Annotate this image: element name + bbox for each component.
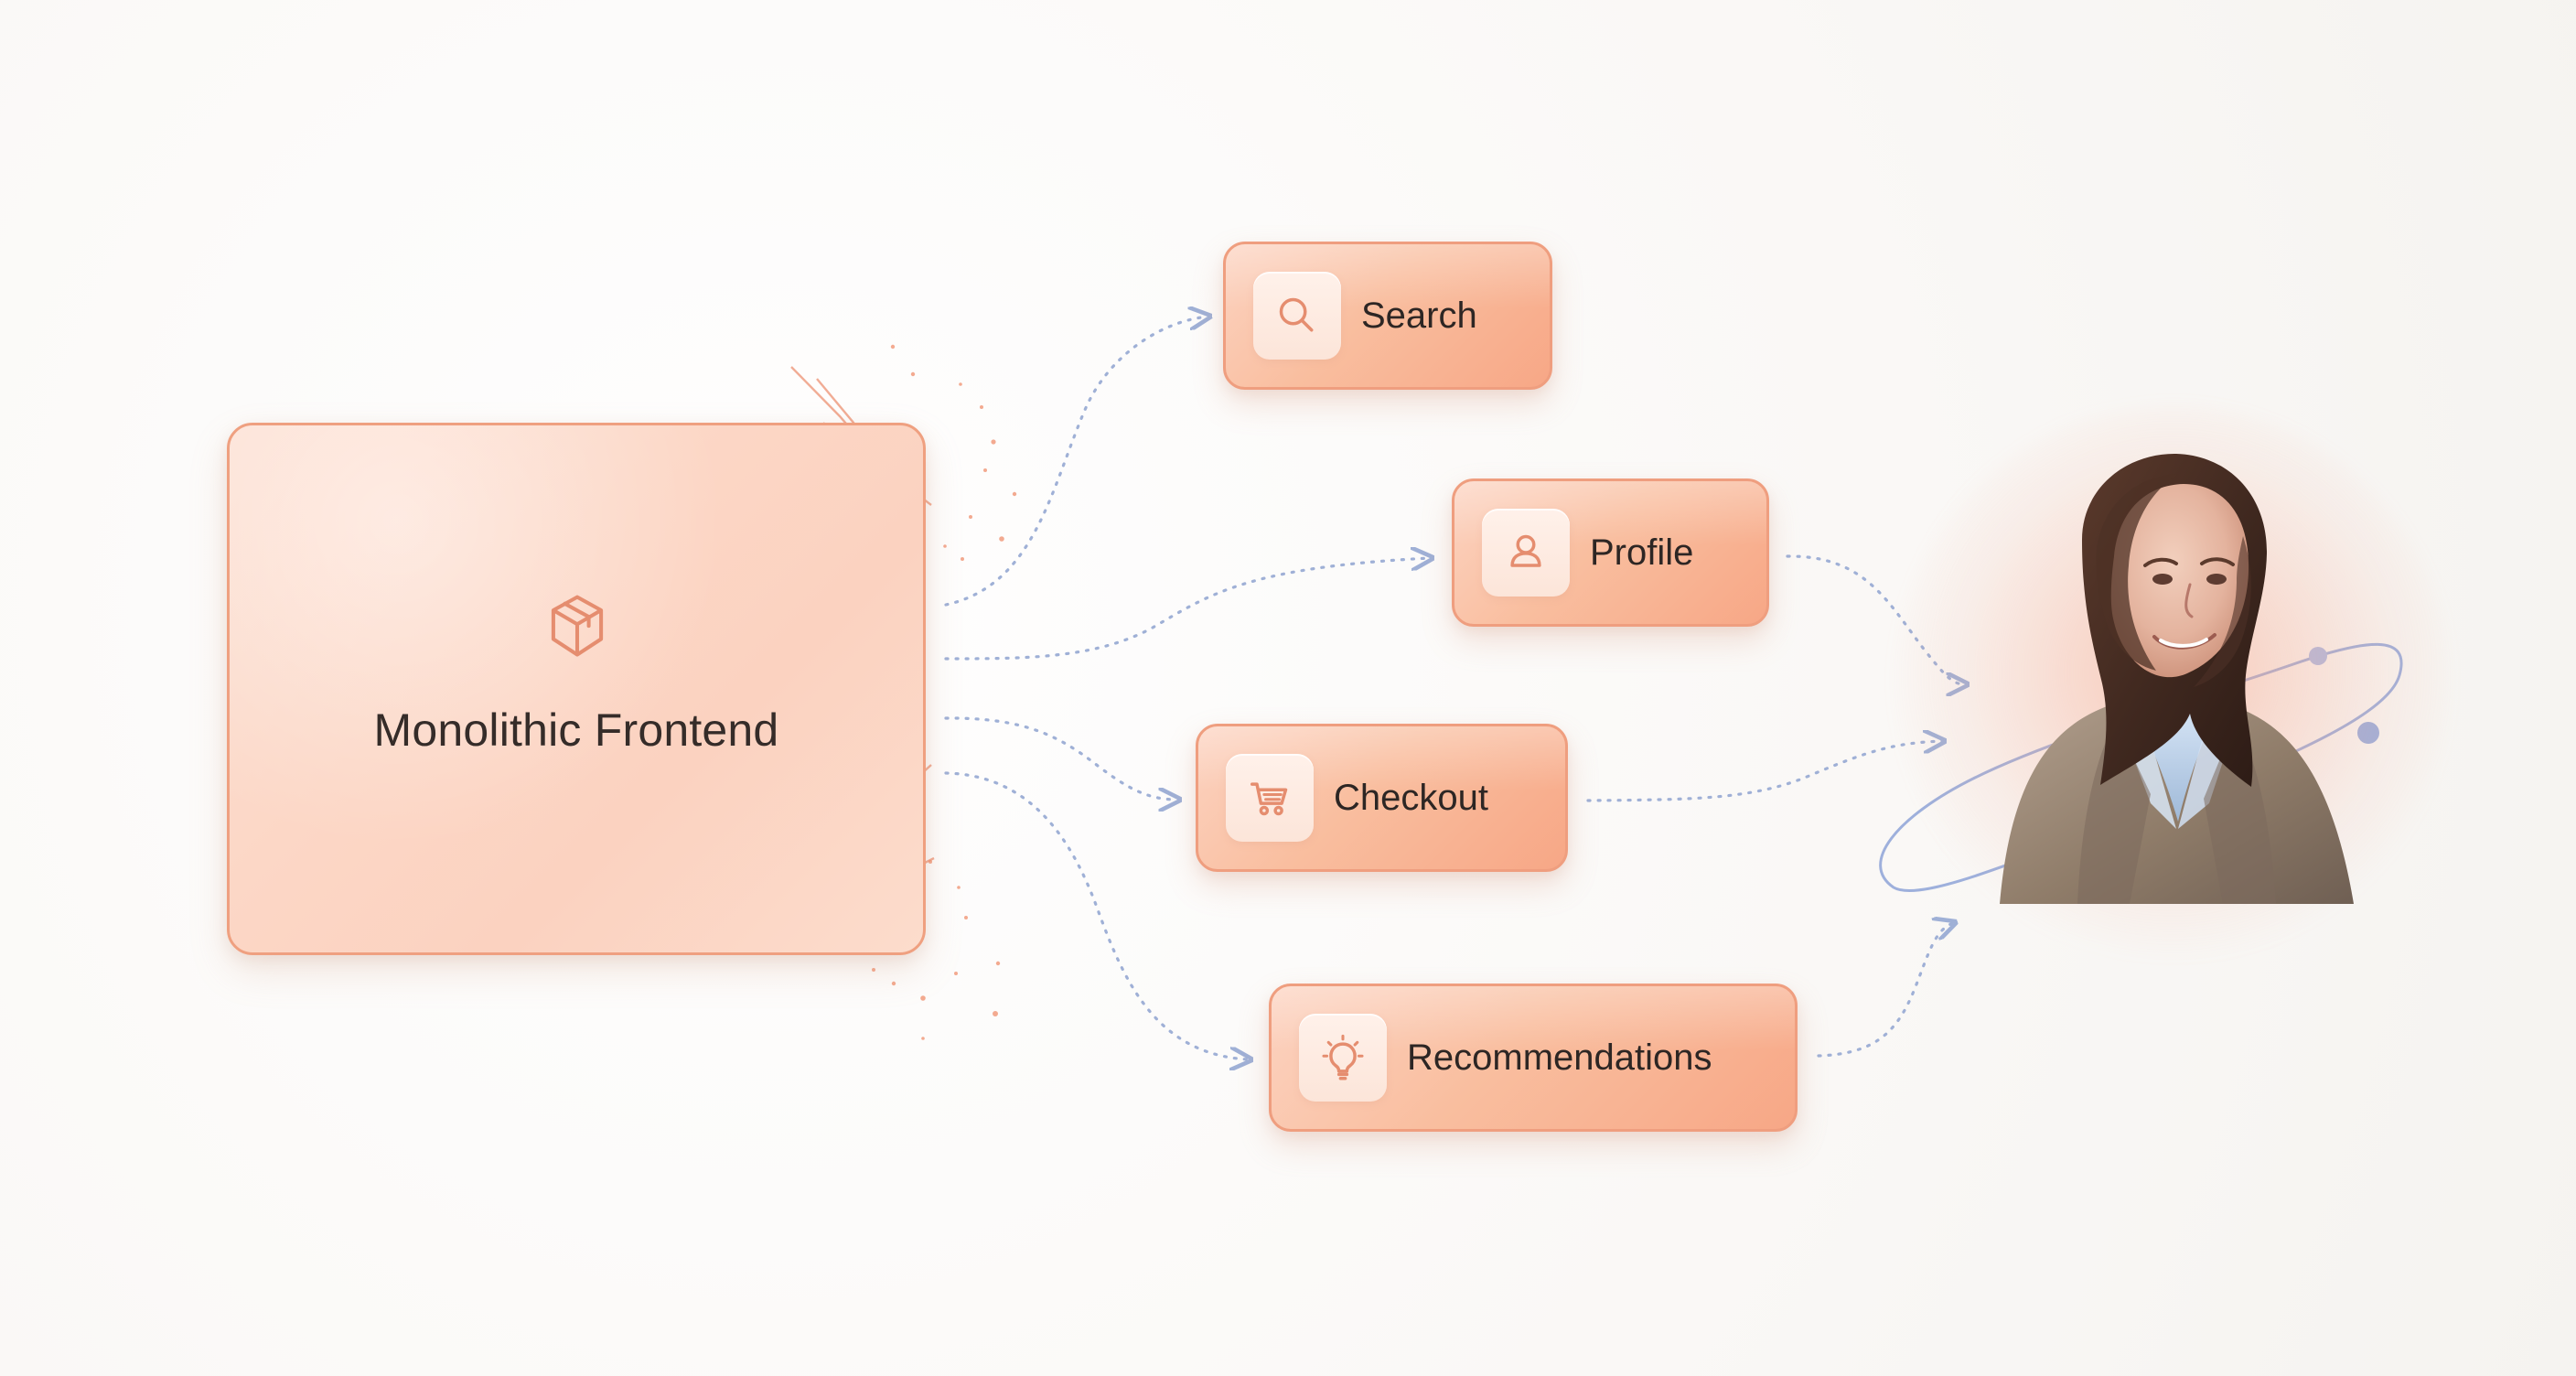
fracture-particles bbox=[872, 344, 1017, 1040]
service-card-checkout: Checkout bbox=[1196, 724, 1568, 872]
connector-recommendations-user bbox=[1817, 923, 1953, 1058]
user-avatar-wrap bbox=[1894, 395, 2452, 962]
connector-lines bbox=[944, 317, 1965, 1059]
connector-monolith-profile bbox=[944, 558, 1430, 661]
connector-monolith-checkout bbox=[944, 716, 1177, 800]
monolith-title: Monolithic Frontend bbox=[373, 704, 779, 756]
service-label-recommendations: Recommendations bbox=[1407, 1037, 1712, 1078]
service-card-recommendations: Recommendations bbox=[1269, 984, 1798, 1132]
connector-monolith-search bbox=[944, 317, 1208, 607]
service-card-search: Search bbox=[1223, 242, 1552, 390]
cart-icon-tile bbox=[1226, 754, 1314, 842]
connector-monolith-recommendations bbox=[944, 771, 1249, 1059]
user-icon bbox=[1510, 534, 1541, 567]
box-icon bbox=[536, 586, 618, 668]
search-icon bbox=[1279, 297, 1314, 332]
monolith-card bbox=[227, 423, 926, 955]
lightbulb-icon bbox=[1322, 1034, 1364, 1080]
cart-icon bbox=[1250, 782, 1288, 816]
search-icon-tile bbox=[1253, 272, 1341, 360]
lightbulb-icon-tile bbox=[1299, 1014, 1387, 1102]
service-label-checkout: Checkout bbox=[1334, 778, 1488, 818]
connector-checkout-user bbox=[1586, 741, 1942, 802]
user-icon-tile bbox=[1482, 509, 1570, 597]
user-avatar bbox=[2000, 453, 2354, 904]
service-card-profile: Profile bbox=[1452, 478, 1769, 627]
service-label-search: Search bbox=[1361, 296, 1477, 336]
service-label-profile: Profile bbox=[1590, 532, 1694, 573]
